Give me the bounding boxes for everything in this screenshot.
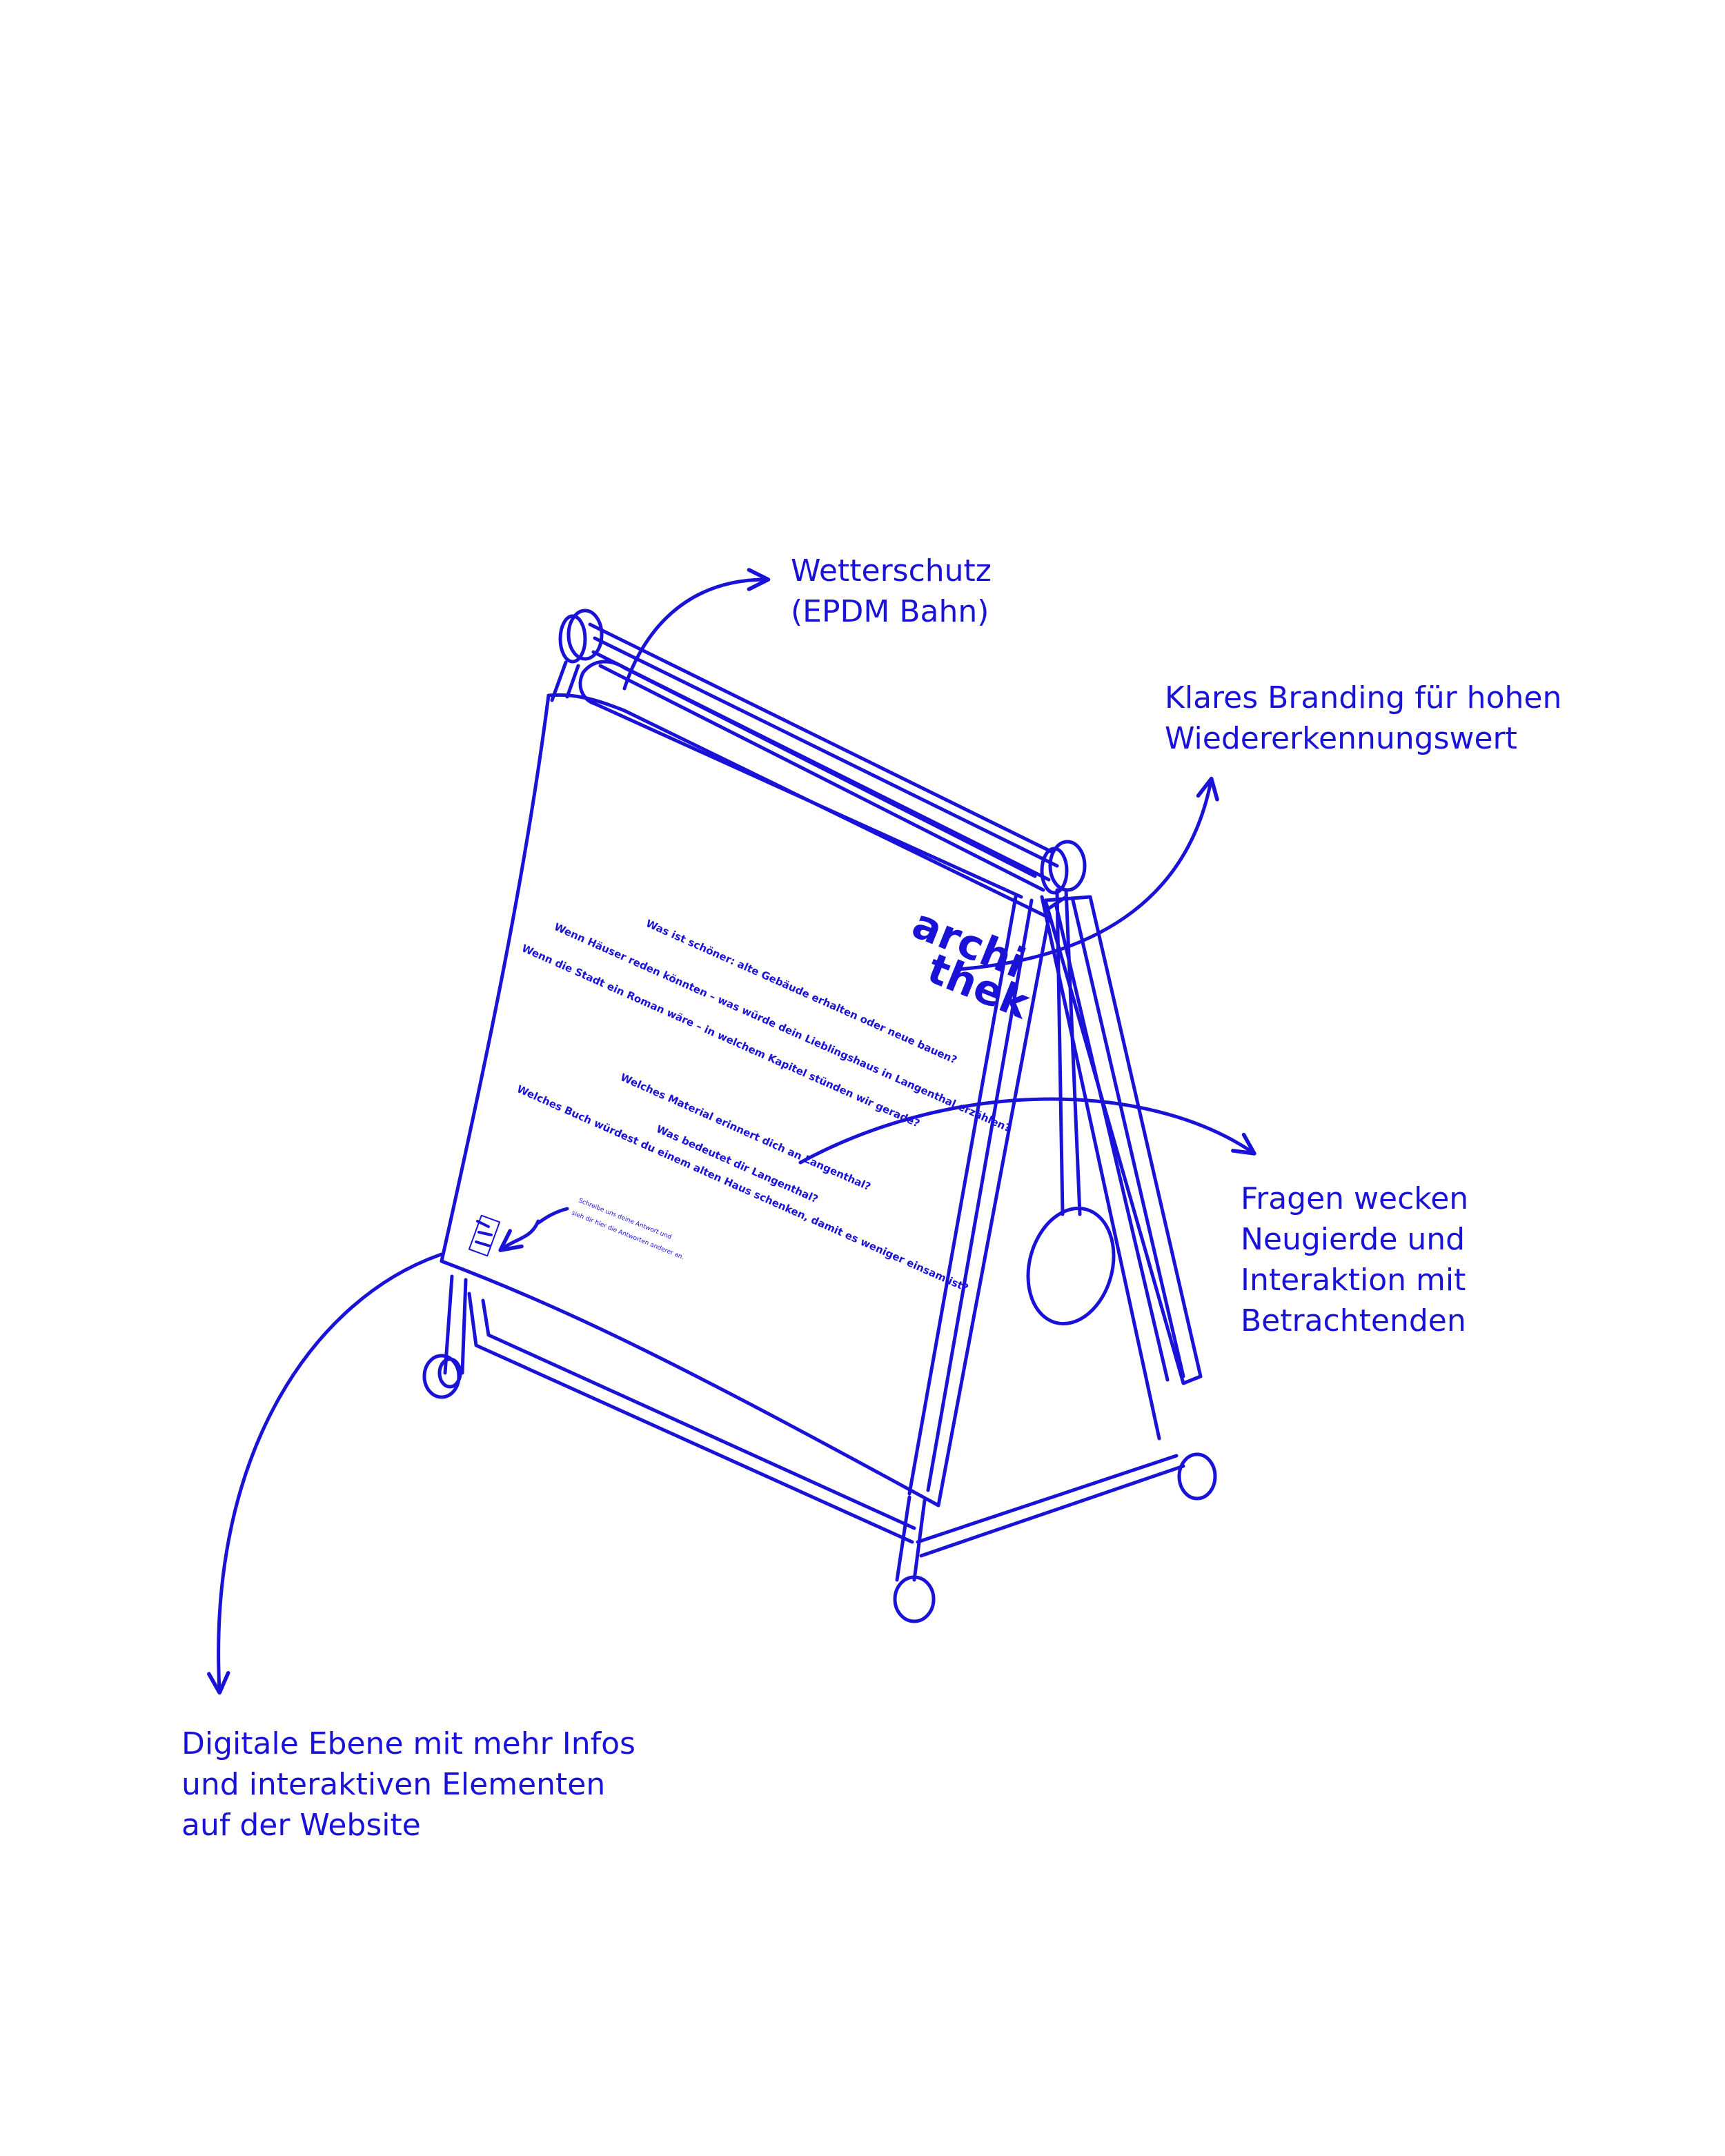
callout-arrow-branding — [956, 776, 1219, 971]
callout-arrow-questions — [798, 1097, 1256, 1165]
annotation-questions: Fragen wecken Neugierde und Interaktion … — [1241, 1178, 1468, 1341]
annotation-questions-line-3: Interaktion mit — [1241, 1263, 1466, 1298]
annotation-questions-line-2: Neugierde und — [1241, 1222, 1466, 1257]
front-board — [440, 693, 1051, 1507]
annotation-digital-line-1: Digitale Ebene mit mehr Infos — [181, 1726, 635, 1761]
callout-arrow-digital — [206, 1252, 444, 1695]
annotation-branding-line-1: Klares Branding für hohen — [1165, 680, 1562, 715]
qr-code — [468, 1214, 501, 1257]
tag-disc — [1026, 1206, 1116, 1326]
annotation-weather-protection: Wetterschutz (EPDM Bahn) — [791, 551, 992, 632]
qr-note: Schreibe uns deine Antwort und sieh dir … — [571, 1198, 685, 1262]
wheel-back-right — [1177, 1452, 1217, 1501]
wheel-front-right — [893, 1575, 936, 1623]
callout-arrow-weather — [622, 568, 771, 691]
architek-logo: archi thek — [905, 900, 1037, 1029]
annotation-weather-protection-line-1: Wetterschutz — [791, 553, 992, 589]
annotation-branding: Klares Branding für hohen Wiedererkennun… — [1165, 678, 1561, 759]
top-rail-left-cap — [566, 609, 604, 661]
weather-protection-roll — [578, 660, 1037, 899]
wheels — [422, 1354, 1217, 1623]
callout-arrow-qr — [498, 1207, 569, 1252]
annotation-weather-protection-line-2: (EPDM Bahn) — [791, 594, 989, 629]
annotation-branding-line-2: Wiedererkennungswert — [1165, 721, 1517, 756]
stand-front-frame — [443, 1274, 1185, 1582]
annotation-digital-line-3: auf der Website — [181, 1808, 421, 1843]
callouts — [206, 568, 1256, 1695]
board-question-3: Wenn die Stadt ein Roman wäre – in welch… — [520, 942, 921, 1130]
hanging-tag — [1026, 888, 1116, 1326]
annotation-digital-line-2: und interaktiven Elementen — [181, 1767, 606, 1802]
stand-back-side — [907, 895, 1203, 1496]
annotation-questions-line-1: Fragen wecken — [1241, 1181, 1469, 1216]
annotation-digital: Digitale Ebene mit mehr Infos und intera… — [181, 1723, 635, 1846]
top-rail — [550, 609, 1087, 895]
annotation-questions-line-4: Betrachtenden — [1241, 1303, 1466, 1338]
